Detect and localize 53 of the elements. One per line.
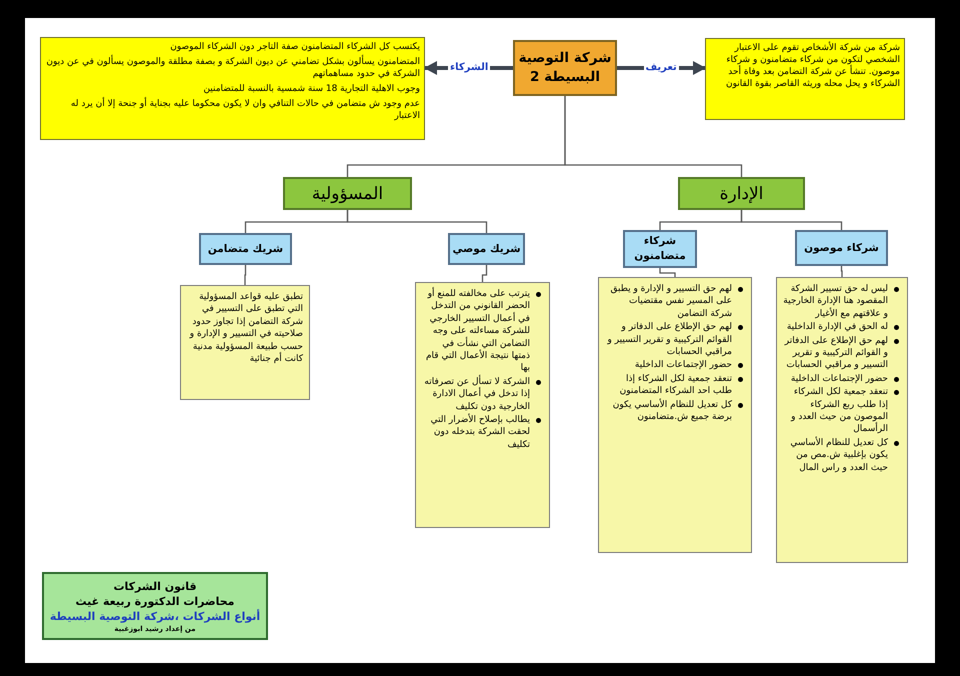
connector-line xyxy=(740,210,842,230)
connector-line xyxy=(244,265,246,285)
list-item: لهم حق الإطلاع على الدفاتر و القوائم التركيبية و تقرير التسيير و مراقبي الحسابات xyxy=(608,322,732,358)
box-heading: الإدارة xyxy=(718,184,764,204)
box-heading: شركاء موصون xyxy=(803,240,880,256)
title-box xyxy=(513,40,617,96)
heading-box xyxy=(283,177,412,210)
edge-label: تعريف xyxy=(644,62,679,74)
text-box xyxy=(180,285,310,400)
body-text: المتضامنون يسألون بشكل تضامني عن ديون الشركة و بصفة مطلقة والموصون يسألون في عن ديون الشركة في حدود مساهماتهم xyxy=(45,56,420,80)
connector-line xyxy=(659,268,676,277)
note-box xyxy=(705,38,905,120)
body-text: شركة من شركة الأشخاص تقوم على الاعتبار الشخصي لتكون من شركاء متضامنون و شركاء موصون. تنشأ عن شركة التضامن بعد وفاة أحد الشركاء و يحل محله وريثه القاصر بقوة القانون xyxy=(724,42,900,90)
list-item: حضور الإجتماعات الداخلية xyxy=(634,360,732,370)
box-heading: شركة التوصية البسيطة 2 xyxy=(518,49,612,87)
body-text: يكتسب كل الشركاء المتضامنون صفة التاجر دون الشركاء الموصون xyxy=(169,41,420,53)
body-text: قانون الشركات xyxy=(112,578,198,594)
body-text: وجوب الاهلية التجارية 18 سنة شمسية بالنسبة للمتضامنين xyxy=(202,83,420,95)
list-item: ليس له حق تسيير الشركة المقصود هنا الإدارة الخارجية و علاقتهم مع الأغيار xyxy=(783,284,888,319)
body-text: تطبق عليه قواعد المسؤولية التي تطبق على التسيير في شركة التضامن إذا تجاوز حدود صلاحيته في التسيير و الإدارة و حسب طبيعة المسؤولية مدنية كانت أم جنائية xyxy=(188,291,303,366)
note-box xyxy=(40,37,425,140)
heading-box xyxy=(678,177,805,210)
connector-line xyxy=(482,265,488,282)
list-item: الشركة لا تسأل عن تصرفاته إذا تدخل في أعمال الادارة الخارجية دون تكليف xyxy=(424,376,530,412)
subheading-box xyxy=(199,233,292,265)
edge-label: الشركاء xyxy=(448,62,490,74)
list-item: كل تعديل للنظام الأساسي يكون برضة جميع ش.متضامنون xyxy=(612,400,732,422)
box-heading: المسؤولية xyxy=(310,184,384,204)
connector-line xyxy=(564,96,742,177)
connector-line xyxy=(840,266,843,277)
list-item: لهم حق الإطلاع على الدفاتر و القوائم التركيبية و تقرير التسيير و مراقبي الحسابات xyxy=(784,336,888,370)
text-box xyxy=(776,277,908,563)
footer-box xyxy=(42,572,268,640)
list-item: يطالب بإصلاح الأضرار التي لحقت الشركة بتدخله دون تكليف xyxy=(430,415,530,450)
list-item: حضور الإجتماعات الداخلية xyxy=(790,374,888,384)
subheading-box xyxy=(448,233,525,265)
list-item: يترتب على مخالفته للمنع أو الحضر القانوني من التدخل في أعمال التسيير الخارجي للشركة مساءلته على وجه التضامن التي نشأت في ذمتها نتيجة الأعمال التي قام بها xyxy=(426,289,530,374)
box-heading: شريك متضامن xyxy=(206,242,284,256)
connector-line xyxy=(346,210,488,233)
list-item: كل تعديل للنظام الأساسي يكون بإغلبية ش.مص من حيث العدد و راس المال xyxy=(790,438,888,473)
body-text: أنواع الشركات ،شركة التوصية البسيطة xyxy=(48,608,262,624)
body-text: عدم وجود ش متضامن في حالات التنافي وان لا يكون محكوما عليه بجناية أو جنحة إلا أن يرد له الاعتبار xyxy=(70,98,420,122)
box-heading: شريك موصي xyxy=(451,242,522,256)
subheading-box xyxy=(795,230,888,266)
text-box xyxy=(415,282,550,528)
list-item: تنعقد جمعية لكل الشركاء إذا طلب ربع الشركاء الموصون من حيث العدد و الرأسمال xyxy=(791,387,888,434)
text-box xyxy=(598,277,752,553)
list-item: له الحق في الإدارة الداخلية xyxy=(786,322,888,332)
list-item: لهم حق التسيير و الإدارة و يطبق على المسير نفس مقتضيات شركة التضامن xyxy=(610,284,732,319)
list-item: تنعقد جمعية لكل الشركاء إذا طلب احد الشركاء المتضامنون xyxy=(620,374,732,396)
body-text: محاضرات الدكتورة ربيعة غيث xyxy=(74,594,235,608)
box-heading: شركاء متضامنون xyxy=(633,234,687,264)
subheading-box xyxy=(623,230,697,268)
